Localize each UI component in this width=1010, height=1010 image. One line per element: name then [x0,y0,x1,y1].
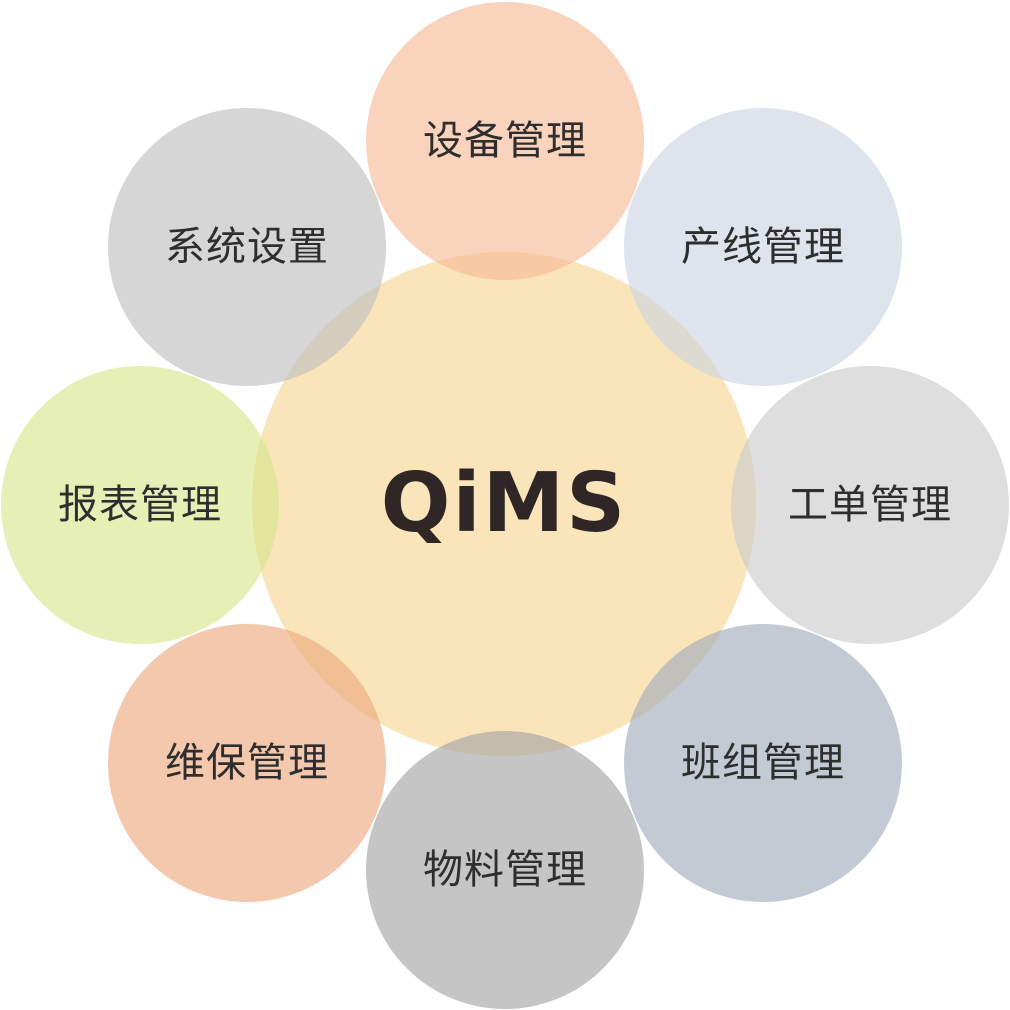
module-circle-material[interactable]: 物料管理 [366,731,644,1009]
module-circle-team[interactable]: 班组管理 [624,624,902,902]
module-label-maintenance: 维保管理 [165,740,329,786]
module-label-reports: 报表管理 [58,482,222,528]
module-label-system-settings: 系统设置 [165,224,329,270]
module-circle-equipment[interactable]: 设备管理 [366,2,644,280]
center-title: QiMS [380,456,628,551]
module-circle-work-order[interactable]: 工单管理 [731,366,1009,644]
module-label-team: 班组管理 [681,740,845,786]
module-circle-maintenance[interactable]: 维保管理 [108,624,386,902]
module-label-equipment: 设备管理 [423,118,587,164]
module-label-material: 物料管理 [423,847,587,893]
module-circle-system-settings[interactable]: 系统设置 [108,108,386,386]
module-label-production-line: 产线管理 [681,224,845,270]
module-circle-production-line[interactable]: 产线管理 [624,108,902,386]
module-label-work-order: 工单管理 [788,482,952,528]
module-circle-reports[interactable]: 报表管理 [1,366,279,644]
